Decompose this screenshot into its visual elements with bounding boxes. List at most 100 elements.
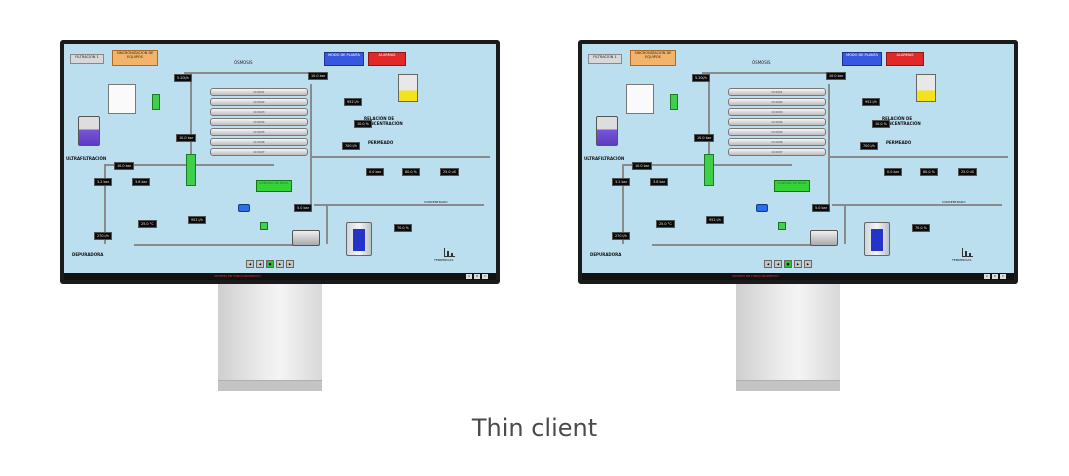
status-buttons: A B C: [466, 274, 488, 279]
high-pressure-pump: [186, 154, 196, 186]
treatment-plant-label: DEPURADORA: [72, 252, 104, 257]
storage-tank: [626, 84, 654, 114]
pipe: [134, 244, 294, 246]
concentrate-pressure-readout: 5.0 bar: [812, 204, 831, 213]
monitor-stand: [736, 284, 840, 388]
membrane-vessel: OI 0007: [728, 148, 826, 156]
membrane-vessel: OI 0002: [728, 98, 826, 106]
nav-last-button[interactable]: ▶: [286, 260, 294, 268]
status-bar: SISTEMA EN FUNCIONAMIENTO A B C: [582, 273, 1014, 280]
tab-sync[interactable]: SINCRONIZACIÓN DE EQUIPOS: [112, 50, 158, 66]
uf-pressure-readout: 3.2 bar: [94, 178, 113, 187]
status-buttons: A B C: [984, 274, 1006, 279]
pipe: [828, 84, 830, 204]
status-button[interactable]: C: [482, 274, 488, 279]
status-button[interactable]: B: [474, 274, 480, 279]
nav-home-button[interactable]: ■: [784, 260, 792, 268]
pump-flow-readout: 952 l/h: [706, 216, 724, 225]
uf-pressure-readout: 3.2 bar: [612, 178, 631, 187]
concentrate-label: CONCENTRADO: [424, 200, 448, 204]
nav-first-button[interactable]: ◀: [764, 260, 772, 268]
nav-first-button[interactable]: ◀: [246, 260, 254, 268]
conductivity-readout: 25.0 uS: [958, 168, 977, 177]
plant-mode-button[interactable]: MODO DE PLANTA: [842, 52, 882, 66]
pump-icon[interactable]: [292, 230, 320, 246]
trends-icon[interactable]: [444, 248, 455, 257]
hmi-screen: FILTRACIÓN 1 SINCRONIZACIÓN DE EQUIPOS Ó…: [582, 44, 1014, 280]
concentrate-pressure-readout: 5.0 bar: [294, 204, 313, 213]
permeate-label: PERMEADO: [368, 140, 394, 145]
valve-icon[interactable]: [238, 204, 250, 212]
trends-icon[interactable]: [962, 248, 973, 257]
tab-filtration[interactable]: FILTRACIÓN 1: [588, 54, 622, 64]
membrane-vessel: OI 0004: [728, 118, 826, 126]
permeate-label: PERMEADO: [886, 140, 912, 145]
level-control-button[interactable]: CONTROL DE NIVEL: [774, 180, 810, 192]
status-text: SISTEMA EN FUNCIONAMIENTO: [214, 274, 261, 278]
membrane-vessel: OI 0005: [210, 128, 308, 136]
treatment-flow-readout: 270 l/h: [612, 232, 630, 241]
valve-icon[interactable]: [260, 222, 268, 230]
status-button[interactable]: A: [466, 274, 472, 279]
status-button[interactable]: C: [1000, 274, 1006, 279]
status-button[interactable]: A: [984, 274, 990, 279]
alarms-button[interactable]: ALARMAS: [368, 52, 406, 66]
nav-last-button[interactable]: ▶: [804, 260, 812, 268]
permeate-percent-readout: 80.0 %: [920, 168, 938, 177]
pipe: [828, 156, 1008, 158]
chemical-tank: [916, 74, 936, 102]
storage-tank: [108, 84, 136, 114]
high-pressure-pump: [704, 154, 714, 186]
pipe: [702, 72, 842, 74]
valve-icon[interactable]: [756, 204, 768, 212]
pipe: [652, 244, 812, 246]
trends-label: TENDENCIAS: [434, 258, 454, 262]
nav-next-button[interactable]: ▶: [794, 260, 802, 268]
level-control-button[interactable]: CONTROL DE NIVEL: [256, 180, 292, 192]
membrane-vessel: OI 0006: [210, 138, 308, 146]
membrane-vessel: OI 0001: [728, 88, 826, 96]
concentration-ratio-label: RELACIÓN DE CONCENTRACIÓN: [882, 116, 921, 126]
monitor-stand: [218, 284, 322, 388]
concentrate-flow-readout: 700 l/h: [342, 142, 360, 151]
alarms-button[interactable]: ALARMAS: [886, 52, 924, 66]
status-button[interactable]: B: [992, 274, 998, 279]
pump-icon[interactable]: [810, 230, 838, 246]
monitor-bezel: FILTRACIÓN 1 SINCRONIZACIÓN DE EQUIPOS Ó…: [578, 40, 1018, 284]
valve-icon[interactable]: [778, 222, 786, 230]
treatment-flow-readout: 270 l/h: [94, 232, 112, 241]
monitor-stand-base: [736, 380, 840, 391]
nav-prev-button[interactable]: ◀: [256, 260, 264, 268]
permeate-tank: [864, 222, 890, 256]
filter-cartridge: [670, 94, 678, 110]
membrane-vessel: OI 0004: [210, 118, 308, 126]
flow-readout: 5.20l/h: [692, 74, 710, 83]
membrane-vessel: OI 0001: [210, 88, 308, 96]
temperature-readout: 25.0 °C: [656, 220, 675, 229]
dosing-tank: [78, 116, 100, 146]
status-text: SISTEMA EN FUNCIONAMIENTO: [732, 274, 779, 278]
uf-pressure-readout: 3.8 bar: [650, 178, 669, 187]
temperature-readout: 25.0 °C: [138, 220, 157, 229]
hmi-screen: FILTRACIÓN 1 SINCRONIZACIÓN DE EQUIPOS Ó…: [64, 44, 496, 280]
nav-prev-button[interactable]: ◀: [774, 260, 782, 268]
navigation-buttons: ◀ ◀ ■ ▶ ▶: [764, 260, 812, 268]
uf-pressure-readout: 3.8 bar: [132, 178, 151, 187]
trends-label: TENDENCIAS: [952, 258, 972, 262]
tab-sync[interactable]: SINCRONIZACIÓN DE EQUIPOS: [630, 50, 676, 66]
uf-pressure-readout: 10.0 bar: [632, 162, 653, 171]
pipe: [832, 204, 1002, 206]
concentrate-label: CONCENTRADO: [942, 200, 966, 204]
tank-level-readout: 70.0 %: [912, 224, 930, 233]
filter-cartridge: [152, 94, 160, 110]
membrane-vessel: OI 0007: [210, 148, 308, 156]
nav-home-button[interactable]: ■: [266, 260, 274, 268]
nav-next-button[interactable]: ▶: [276, 260, 284, 268]
pipe: [622, 164, 624, 244]
uf-pressure-readout: 10.0 bar: [114, 162, 135, 171]
membrane-vessel: OI 0002: [210, 98, 308, 106]
tab-filtration[interactable]: FILTRACIÓN 1: [70, 54, 104, 64]
pump-flow-readout: 952 l/h: [188, 216, 206, 225]
pipe: [310, 156, 490, 158]
plant-mode-button[interactable]: MODO DE PLANTA: [324, 52, 364, 66]
